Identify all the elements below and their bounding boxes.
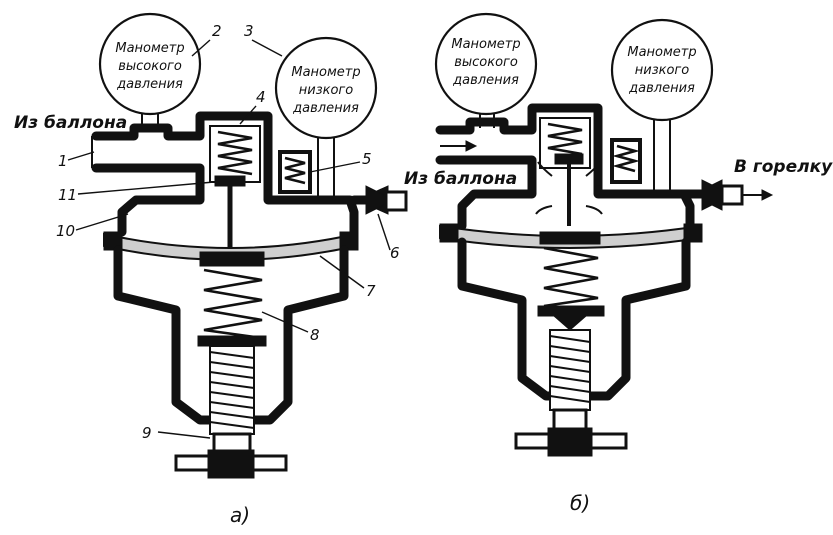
- low-pressure-body-a: [103, 183, 408, 479]
- low-pressure-gauge-b: Манометр низкого давления: [610, 18, 714, 196]
- subfigure-label-b: б): [570, 491, 590, 515]
- gauge-a-high-line3: давления: [116, 77, 183, 92]
- high-pressure-gauge-b: Манометр высокого давления: [434, 12, 538, 128]
- gauge-a-low-line2: низкого: [299, 83, 353, 98]
- callout-2: 2: [212, 22, 222, 40]
- callout-4: 4: [256, 88, 266, 106]
- subfigure-label-a: а): [230, 503, 250, 527]
- callout-8: 8: [310, 326, 320, 344]
- inlet-and-high-chamber-b: [435, 103, 603, 226]
- callout-9: 9: [142, 424, 152, 442]
- gauge-b-high-line1: Манометр: [451, 37, 520, 52]
- gauge-a-high-line2: высокого: [118, 59, 182, 74]
- gauge-b-low-line1: Манометр: [627, 45, 696, 60]
- gauge-a-low-line1: Манометр: [291, 65, 360, 80]
- gauge-b-high-line3: давления: [452, 73, 519, 88]
- gauge-a-low-line3: давления: [292, 101, 359, 116]
- low-pressure-gauge-a: Манометр низкого давления: [274, 36, 378, 198]
- gauge-a-high-line1: Манометр: [115, 41, 184, 56]
- callout-7: 7: [366, 282, 376, 300]
- callout-11: 11: [58, 186, 77, 204]
- callout-10: 10: [56, 222, 75, 240]
- callout-3: 3: [244, 22, 254, 40]
- gauge-b-low-line3: давления: [628, 81, 695, 96]
- flow-label-b-outlet: В горелку: [734, 157, 833, 177]
- callout-6: 6: [390, 244, 400, 262]
- callout-1: 1: [58, 152, 68, 170]
- diagram-a: Манометр высокого давления Манометр низк…: [14, 12, 408, 527]
- low-pressure-body-b: [439, 177, 774, 457]
- flow-label-b-inlet: Из баллона: [404, 169, 517, 189]
- high-pressure-gauge-a: Манометр высокого давления: [98, 12, 202, 128]
- safety-valve-a: [278, 150, 312, 194]
- safety-valve-b: [610, 138, 642, 184]
- callout-5: 5: [362, 150, 372, 168]
- gauge-b-low-line2: низкого: [635, 63, 689, 78]
- callouts-a: 1 2 3 4 5 6 7 8 9 10 11: [56, 22, 400, 442]
- flow-label-a-inlet: Из баллона: [14, 113, 127, 133]
- gauge-b-high-line2: высокого: [454, 55, 518, 70]
- diagram-b: Манометр высокого давления Манометр низк…: [404, 12, 833, 515]
